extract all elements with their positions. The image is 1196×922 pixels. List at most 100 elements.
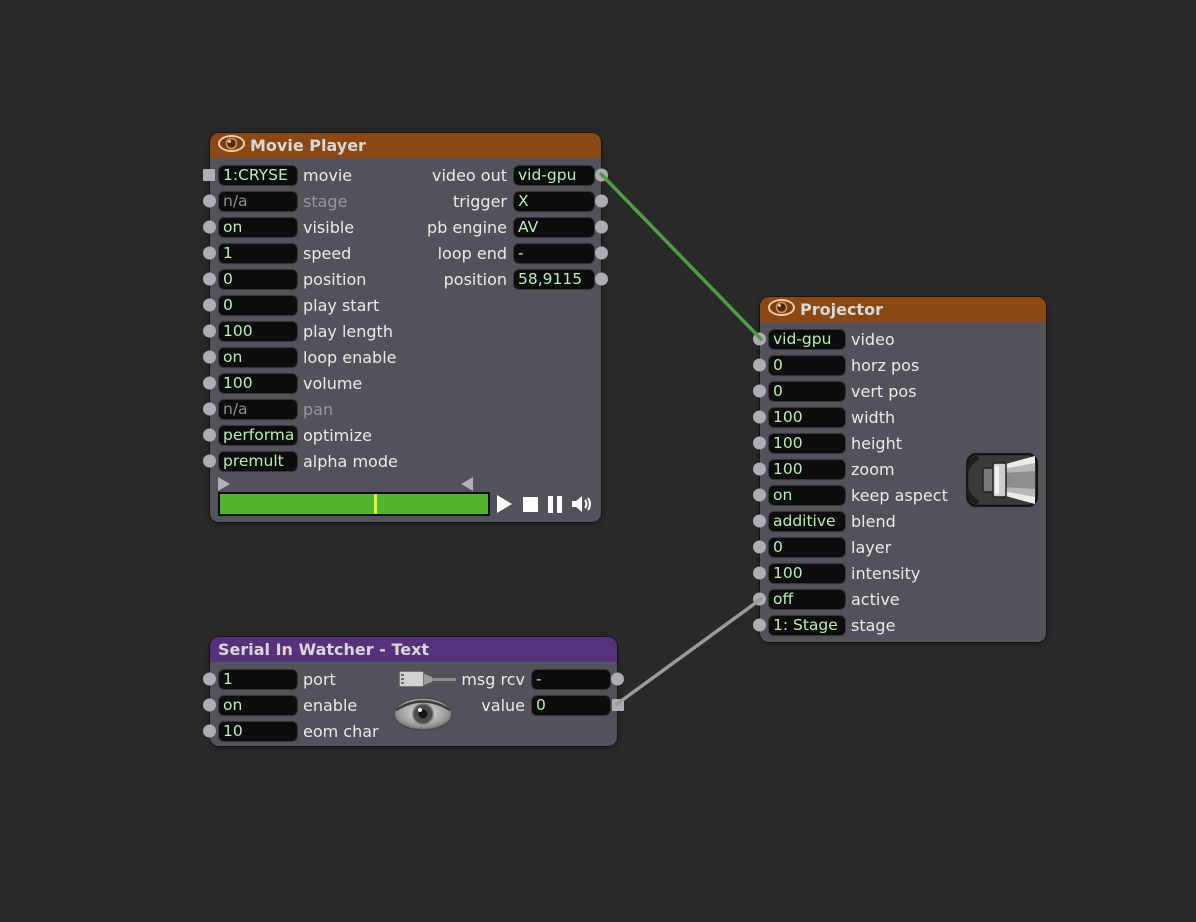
- input-connector-speed[interactable]: [203, 246, 216, 260]
- value-box-width[interactable]: 100: [768, 406, 846, 428]
- input-connector-stage[interactable]: [203, 194, 216, 208]
- param-label: movie: [303, 165, 353, 185]
- playhead[interactable]: [374, 494, 378, 514]
- output-connector-trigger[interactable]: [595, 194, 608, 208]
- input-connector-intensity[interactable]: [753, 566, 766, 580]
- input-connector-blend[interactable]: [753, 514, 766, 528]
- value-box-volume[interactable]: 100: [218, 372, 298, 394]
- value-box-zoom[interactable]: 100: [768, 458, 846, 480]
- stop-button[interactable]: [523, 496, 538, 512]
- param-row-position: position 58,9115: [210, 266, 608, 292]
- input-connector-layer[interactable]: [753, 540, 766, 554]
- input-connector-pan[interactable]: [203, 402, 216, 416]
- input-connector-optimize[interactable]: [203, 428, 216, 442]
- input-connector-active[interactable]: [753, 592, 766, 606]
- value-box-loop-enable[interactable]: on: [218, 346, 298, 368]
- value-box-video[interactable]: vid-gpu: [768, 328, 846, 350]
- value-box-play-start[interactable]: 0: [218, 294, 298, 316]
- value-box-intensity[interactable]: 100: [768, 562, 846, 584]
- value-box-pb-engine[interactable]: AV: [513, 216, 595, 238]
- value-box-stage[interactable]: 1: Stage: [768, 614, 846, 636]
- movie-progress-bar[interactable]: [218, 492, 490, 516]
- input-connector-zoom[interactable]: [753, 462, 766, 476]
- value-box-alpha-mode[interactable]: premult: [218, 450, 298, 472]
- value-box-keep-aspect[interactable]: on: [768, 484, 846, 506]
- value-box-play-length[interactable]: 100: [218, 320, 298, 342]
- value-box-position[interactable]: 0: [218, 268, 298, 290]
- input-connector-play-length[interactable]: [203, 324, 216, 338]
- input-connector-horz-pos[interactable]: [753, 358, 766, 372]
- input-connector-video[interactable]: [753, 332, 766, 346]
- value-box-height[interactable]: 100: [768, 432, 846, 454]
- param-row-loop-end: loop end-: [210, 240, 608, 266]
- input-connector-alpha-mode[interactable]: [203, 454, 216, 468]
- speaker-icon[interactable]: [572, 495, 594, 513]
- value-box-pan[interactable]: n/a: [218, 398, 298, 420]
- input-connector-position[interactable]: [203, 272, 216, 286]
- value-box-enable[interactable]: on: [218, 694, 298, 716]
- param-label: port: [303, 669, 336, 689]
- param-label: position: [443, 269, 507, 289]
- param-label: alpha mode: [303, 451, 398, 471]
- output-connector-value[interactable]: [612, 699, 624, 711]
- output-connector-msg-rcv[interactable]: [611, 672, 624, 686]
- value-box-active[interactable]: off: [768, 588, 846, 610]
- value-box-position[interactable]: 58,9115: [513, 268, 595, 290]
- value-box-msg-rcv[interactable]: -: [531, 668, 611, 690]
- value-box-movie[interactable]: 1:CRYSE: [218, 164, 298, 186]
- input-connector-port[interactable]: [203, 672, 216, 686]
- input-connector-width[interactable]: [753, 410, 766, 424]
- input-connector-height[interactable]: [753, 436, 766, 450]
- value-box-visible[interactable]: on: [218, 216, 298, 238]
- value-box-video-out[interactable]: vid-gpu: [513, 164, 595, 186]
- projector-header[interactable]: Projector: [760, 297, 1046, 322]
- output-connector-video-out[interactable]: [595, 168, 608, 182]
- serial-header[interactable]: Serial In Watcher - Text: [210, 637, 617, 662]
- input-connector-visible[interactable]: [203, 220, 216, 234]
- movie-player-header[interactable]: Movie Player: [210, 133, 601, 158]
- value-box-loop-end[interactable]: -: [513, 242, 595, 264]
- loop-start-marker[interactable]: [218, 477, 230, 491]
- output-connector-pb-engine[interactable]: [595, 220, 608, 234]
- value-box-stage[interactable]: n/a: [218, 190, 298, 212]
- input-connector-eom-char[interactable]: [203, 724, 216, 738]
- value-box-optimize[interactable]: performa: [218, 424, 298, 446]
- param-label: msg rcv: [461, 669, 525, 689]
- value-box-speed[interactable]: 1: [218, 242, 298, 264]
- value-box-trigger[interactable]: X: [513, 190, 595, 212]
- value-box-layer[interactable]: 0: [768, 536, 846, 558]
- pause-button[interactable]: [548, 495, 562, 513]
- value-box-vert-pos[interactable]: 0: [768, 380, 846, 402]
- input-connector-enable[interactable]: [203, 698, 216, 712]
- input-connector-play-start[interactable]: [203, 298, 216, 312]
- eye-icon[interactable]: [768, 299, 795, 320]
- value-box-eom-char[interactable]: 10: [218, 720, 298, 742]
- value-box-port[interactable]: 1: [218, 668, 298, 690]
- value-box-horz-pos[interactable]: 0: [768, 354, 846, 376]
- output-connector-position[interactable]: [595, 272, 608, 286]
- play-button[interactable]: [496, 495, 513, 513]
- param-label: zoom: [851, 459, 895, 479]
- loop-end-marker[interactable]: [461, 477, 473, 491]
- param-label: stage: [303, 191, 348, 211]
- input-connector-stage[interactable]: [753, 618, 766, 632]
- input-connector-volume[interactable]: [203, 376, 216, 390]
- input-connector-vert-pos[interactable]: [753, 384, 766, 398]
- input-connector-keep-aspect[interactable]: [753, 488, 766, 502]
- eye-icon[interactable]: [218, 135, 245, 156]
- value-box-blend[interactable]: additive: [768, 510, 846, 532]
- node-title: Movie Player: [250, 136, 366, 155]
- input-connector-loop-enable[interactable]: [203, 350, 216, 364]
- output-connector-loop-end[interactable]: [595, 246, 608, 260]
- value-box-value[interactable]: 0: [531, 694, 611, 716]
- input-connector-movie[interactable]: [203, 169, 215, 181]
